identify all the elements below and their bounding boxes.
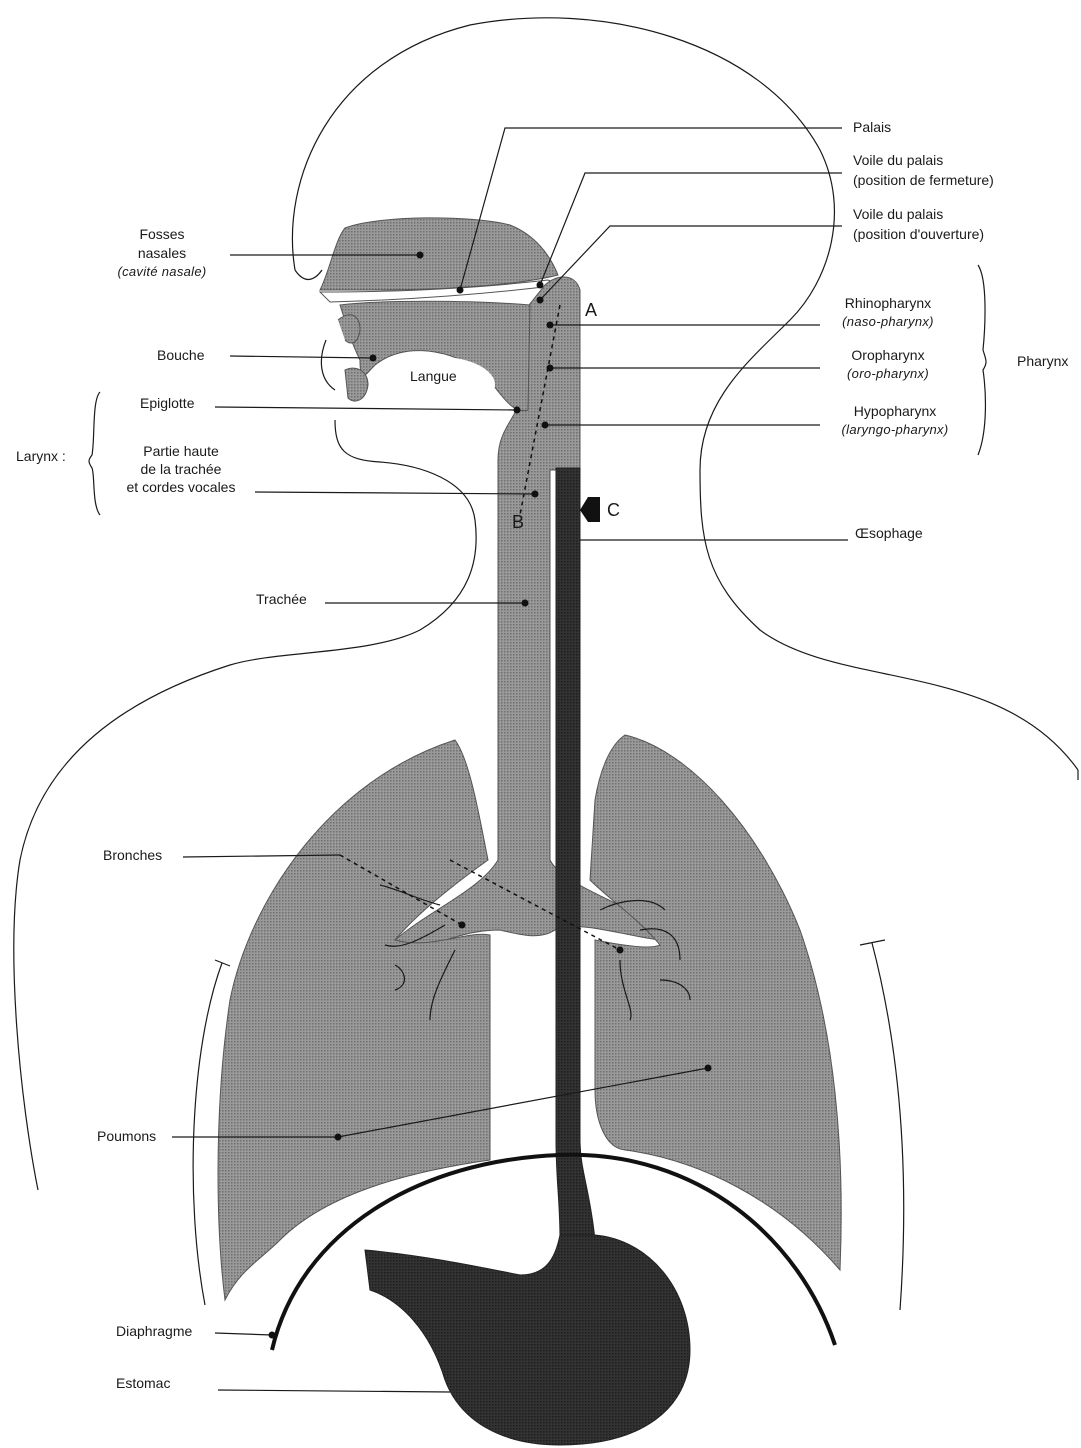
label-trachee: Trachée: [256, 591, 307, 607]
arrow-c-icon: [580, 497, 600, 522]
marker-b: B: [512, 512, 524, 532]
leader-partie: [255, 492, 535, 494]
label-bouche: Bouche: [157, 347, 205, 363]
leader-diaphragme: [215, 1333, 272, 1335]
label-epiglotte: Epiglotte: [140, 395, 195, 411]
label-estomac: Estomac: [116, 1375, 170, 1391]
nasal-cavity: [320, 218, 558, 290]
label-larynx: Larynx :: [16, 448, 66, 464]
larynx-brace: [89, 392, 100, 515]
label-oro-1: Oropharynx: [851, 347, 924, 363]
label-partie-3: et cordes vocales: [127, 479, 236, 495]
pharynx-brace: [978, 265, 986, 455]
marker-c: C: [607, 500, 620, 520]
leader-voile-ouverture: [540, 226, 842, 300]
label-voile-ouverture-1: Voile du palais: [853, 206, 943, 222]
label-pharynx: Pharynx: [1017, 353, 1068, 369]
label-voile-fermeture-1: Voile du palais: [853, 152, 943, 168]
label-partie-1: Partie haute: [143, 443, 219, 459]
label-poumons: Poumons: [97, 1128, 156, 1144]
leader-voile-fermeture: [540, 173, 842, 285]
label-fosses-1: Fosses: [139, 226, 184, 242]
label-oesophage: Œsophage: [855, 525, 923, 541]
marker-a: A: [585, 300, 597, 320]
leader-bouche: [230, 356, 373, 358]
label-palais: Palais: [853, 119, 891, 135]
lung-right: [590, 735, 841, 1270]
label-hypo-1: Hypopharynx: [854, 403, 937, 419]
stomach: [365, 1235, 690, 1445]
leader-estomac: [218, 1390, 450, 1392]
label-partie-2: de la trachée: [141, 461, 222, 477]
lung-bracket-right: [860, 940, 904, 1310]
label-voile-ouverture-2: (position d'ouverture): [853, 226, 984, 242]
label-bronches: Bronches: [103, 847, 162, 863]
label-oro-2: (oro-pharynx): [847, 366, 929, 381]
lung-left: [218, 740, 490, 1300]
label-fosses-3: (cavité nasale): [117, 264, 206, 279]
tongue-area: [385, 357, 495, 413]
esophagus: [556, 468, 595, 1240]
label-diaphragme: Diaphragme: [116, 1323, 192, 1339]
label-rhino-2: (naso-pharynx): [842, 314, 934, 329]
label-langue: Langue: [410, 368, 457, 384]
label-hypo-2: (laryngo-pharynx): [842, 422, 949, 437]
label-fosses-2: nasales: [138, 245, 186, 261]
label-voile-fermeture-2: (position de fermeture): [853, 172, 994, 188]
label-rhino-1: Rhinopharynx: [845, 295, 931, 311]
